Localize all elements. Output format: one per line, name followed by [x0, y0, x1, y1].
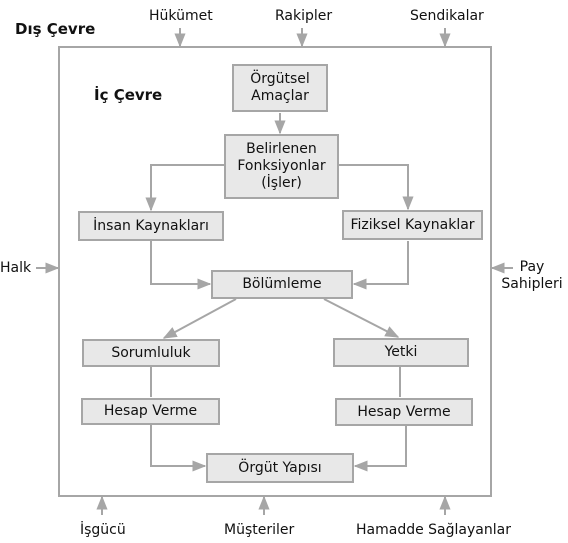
box-physical-resources: Fiziksel Kaynaklar [342, 210, 483, 240]
arrow-accountability-left-structure [150, 424, 207, 472]
label-suppliers: Hamadde Sağlayanlar [356, 522, 511, 538]
arrow-human-departmentalization [150, 241, 212, 290]
label-shareholders: Pay Sahipleri [501, 259, 563, 292]
arrow-functions-human [145, 164, 224, 212]
label-government: Hükümet [149, 8, 213, 24]
box-defined-functions: Belirlenen Fonksiyonlar (İşler) [224, 134, 339, 199]
box-organizational-structure: Örgüt Yapısı [206, 453, 354, 483]
arrow-physical-departmentalization [352, 241, 409, 290]
label-public: Halk [0, 260, 32, 276]
box-accountability-left: Hesap Verme [81, 398, 220, 425]
box-responsibility: Sorumluluk [82, 339, 220, 367]
arrow-functions-physical [339, 164, 414, 211]
box-organizational-goals: Örgütsel Amaçlar [232, 64, 328, 112]
label-unions: Sendikalar [410, 8, 484, 24]
box-human-resources: İnsan Kaynakları [78, 211, 224, 241]
label-labor: İşgücü [80, 522, 126, 538]
box-authority: Yetki [333, 338, 469, 367]
arrow-accountability-right-structure [353, 426, 407, 472]
arrow-departmentalization-responsibility [162, 298, 237, 339]
label-competitors: Rakipler [275, 8, 333, 24]
box-accountability-right: Hesap Verme [335, 398, 473, 426]
inner-environment-title: İç Çevre [94, 86, 163, 104]
box-departmentalization: Bölümleme [211, 270, 353, 299]
label-customers: Müşteriler [224, 522, 295, 538]
outer-environment-title: Dış Çevre [15, 20, 96, 38]
arrow-departmentalization-authority [323, 298, 400, 338]
